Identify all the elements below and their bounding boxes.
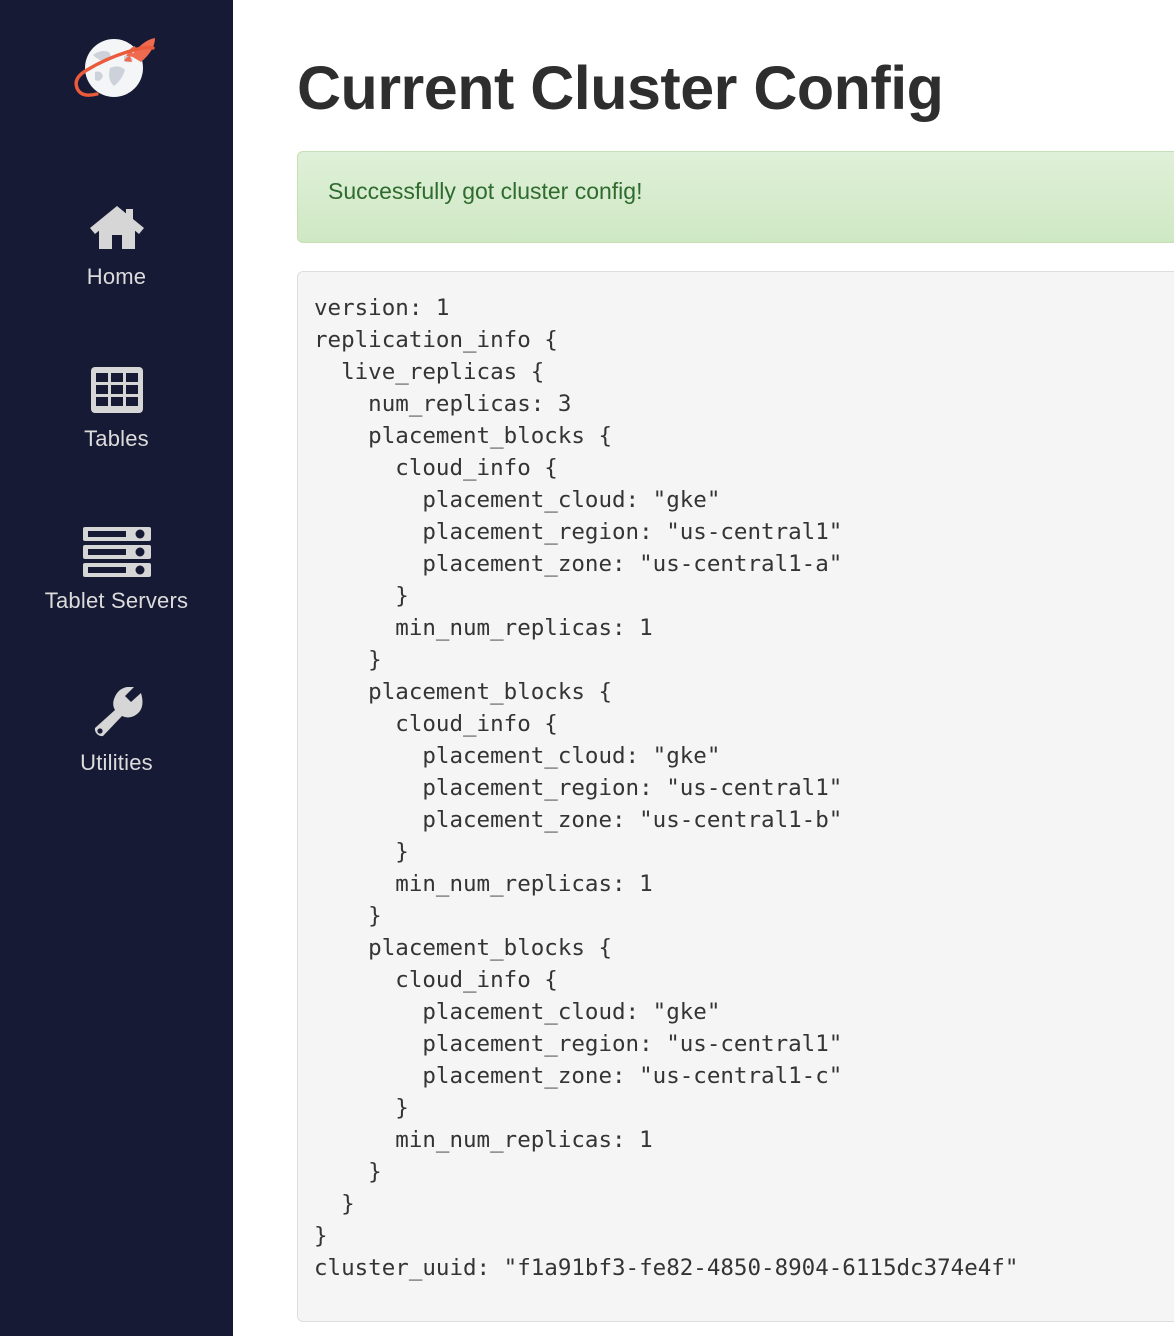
alert-message: Successfully got cluster config! [328, 178, 643, 205]
server-stack-icon [82, 524, 151, 580]
wrench-icon [89, 686, 145, 742]
sidebar-item-label: Utilities [80, 750, 153, 775]
home-icon [89, 200, 145, 256]
sidebar-item-tables[interactable]: Tables [0, 362, 233, 450]
app-logo[interactable] [62, 22, 172, 122]
page-title: Current Cluster Config [297, 54, 944, 122]
cluster-config-panel[interactable]: version: 1 replication_info { live_repli… [297, 271, 1174, 1323]
sidebar-item-utilities[interactable]: Utilities [0, 686, 233, 774]
sidebar-item-label: Tables [84, 426, 149, 451]
sidebar-item-label: Tablet Servers [44, 588, 189, 613]
sidebar-item-tablet-servers[interactable]: Tablet Servers [0, 524, 233, 612]
cluster-config-text: version: 1 replication_info { live_repli… [314, 295, 1019, 1282]
sidebar-item-home[interactable]: Home [0, 200, 233, 288]
sidebar-item-label: Home [86, 264, 147, 289]
main-content: Current Cluster Config Successfully got … [233, 0, 1174, 1336]
sidebar-nav: Home Tables [0, 0, 233, 1336]
success-alert: Successfully got cluster config! [297, 151, 1174, 244]
tables-grid-icon [90, 362, 143, 418]
yugabyte-rocket-globe-logo [73, 38, 155, 97]
